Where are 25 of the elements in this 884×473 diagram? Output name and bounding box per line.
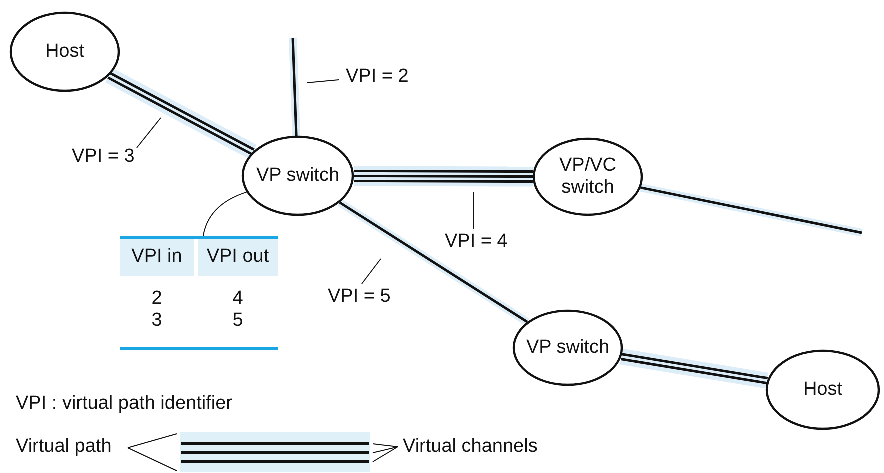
virtual-path-bundle-drawing [180, 432, 370, 472]
switch-ellipse [242, 136, 354, 216]
node-label: VP switch [256, 165, 340, 187]
node-label: Host [45, 41, 85, 63]
vpi-label: VPI = 3 [72, 146, 135, 167]
node-label: Host [803, 379, 843, 401]
column-header: VPI in [120, 239, 194, 276]
table-value: 4 [232, 288, 244, 310]
vpi-label: VPI = 5 [328, 286, 391, 307]
host-ellipse [766, 350, 880, 430]
legend-label: Virtual path [16, 436, 112, 457]
column-header: VPI out [198, 239, 278, 276]
node-label: VP/VC switch [558, 155, 618, 199]
switch-ellipse [513, 310, 623, 386]
vpi-label: VPI = 2 [346, 66, 409, 87]
host-ellipse [10, 12, 120, 92]
table-value: 3 [150, 310, 164, 332]
switch-ellipse [533, 138, 643, 216]
vpi-label: VPI = 4 [445, 231, 508, 252]
legend-label: Virtual channels [403, 436, 538, 457]
table-value: 5 [232, 310, 244, 332]
table-value: 2 [150, 288, 164, 310]
node-label: VP switch [526, 337, 610, 359]
vpi-table [120, 236, 278, 350]
legend-note: VPI : virtual path identifier [16, 393, 232, 415]
